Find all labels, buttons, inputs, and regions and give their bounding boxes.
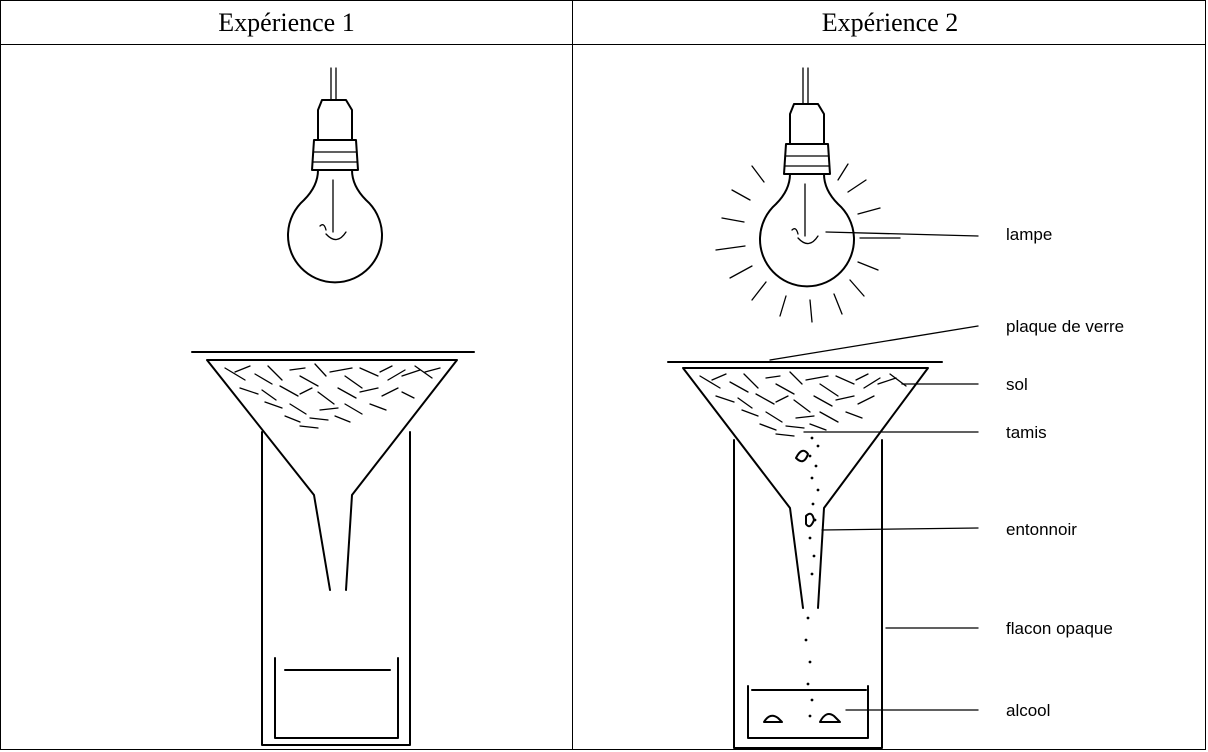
lamp-off bbox=[287, 67, 383, 284]
label-entonnoir: entonnoir bbox=[1006, 520, 1077, 539]
opaque-bottle-1 bbox=[261, 431, 411, 746]
header-row: Expérience 1 Expérience 2 bbox=[1, 1, 1205, 45]
funnel-1 bbox=[206, 359, 458, 591]
label-alcool: alcool bbox=[1006, 701, 1050, 720]
alcohol-container-2 bbox=[747, 685, 869, 739]
leader-lines bbox=[769, 231, 979, 711]
column-divider bbox=[572, 1, 573, 749]
label-tamis: tamis bbox=[1006, 423, 1047, 442]
alcohol-container-1 bbox=[274, 657, 399, 739]
light-rays bbox=[715, 163, 901, 323]
experience-2-setup: lampe plaque de verre sol tamis entonnoi… bbox=[667, 67, 1124, 749]
soil-1 bbox=[224, 363, 441, 429]
opaque-bottle-2 bbox=[733, 439, 883, 749]
funnel-2 bbox=[682, 367, 929, 609]
label-flacon-opaque: flacon opaque bbox=[1006, 619, 1113, 638]
falling-particles bbox=[804, 436, 820, 718]
label-sol: sol bbox=[1006, 375, 1028, 394]
label-lampe: lampe bbox=[1006, 225, 1052, 244]
lamp-on bbox=[715, 67, 901, 323]
label-plaque-de-verre: plaque de verre bbox=[1006, 317, 1124, 336]
experience-1-setup bbox=[191, 67, 475, 746]
header-experience-2: Expérience 2 bbox=[821, 8, 959, 37]
insects bbox=[763, 449, 841, 723]
header-experience-1: Expérience 1 bbox=[218, 8, 355, 37]
soil-2 bbox=[699, 371, 907, 437]
